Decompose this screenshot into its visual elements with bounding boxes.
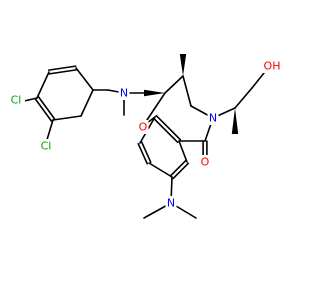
single-bond [234,87,253,109]
double-bond-line [140,141,152,164]
atom-label-o1: O [139,121,148,134]
atom-label-background [137,120,149,134]
double-bond-line [152,117,179,144]
single-bond [178,140,188,163]
double-bond-line [37,96,56,120]
single-bond [164,75,184,94]
double-bond-line [47,65,77,71]
double-bond-line [48,69,78,75]
single-bond [52,115,82,121]
atom-label-background [165,196,177,210]
atom-label-n1: N [120,87,128,100]
single-bond [148,162,173,178]
atom-label-oh: OH [264,60,281,73]
atom-label-background [37,139,55,153]
atom-label-cl2: Cl [41,140,52,153]
atom-label-background [263,59,281,73]
single-bond [75,67,94,91]
double-bond-line [137,142,149,165]
atom-label-background [7,93,25,107]
atom-label-background [118,86,130,100]
atom-label-o2: O [201,156,210,169]
atom-label-n3: N [167,197,175,210]
stereo-wedge-bond [144,89,165,97]
single-bond [80,89,94,117]
single-bond [182,75,192,107]
single-bond [36,71,50,99]
stereo-wedge-bond [179,54,187,76]
bond-layer [19,65,269,219]
double-bond-line [172,162,190,180]
atom-label-cl1: Cl [11,94,22,107]
double-bond-line [155,114,182,141]
stereo-wedge-bond [231,108,239,134]
stereo-wedge-layer [144,54,239,134]
atom-label-n2: N [209,112,217,125]
atom-label-background [199,155,211,169]
double-bond-line [169,159,187,177]
double-bond-line [34,98,53,122]
atom-label-background [207,111,219,125]
